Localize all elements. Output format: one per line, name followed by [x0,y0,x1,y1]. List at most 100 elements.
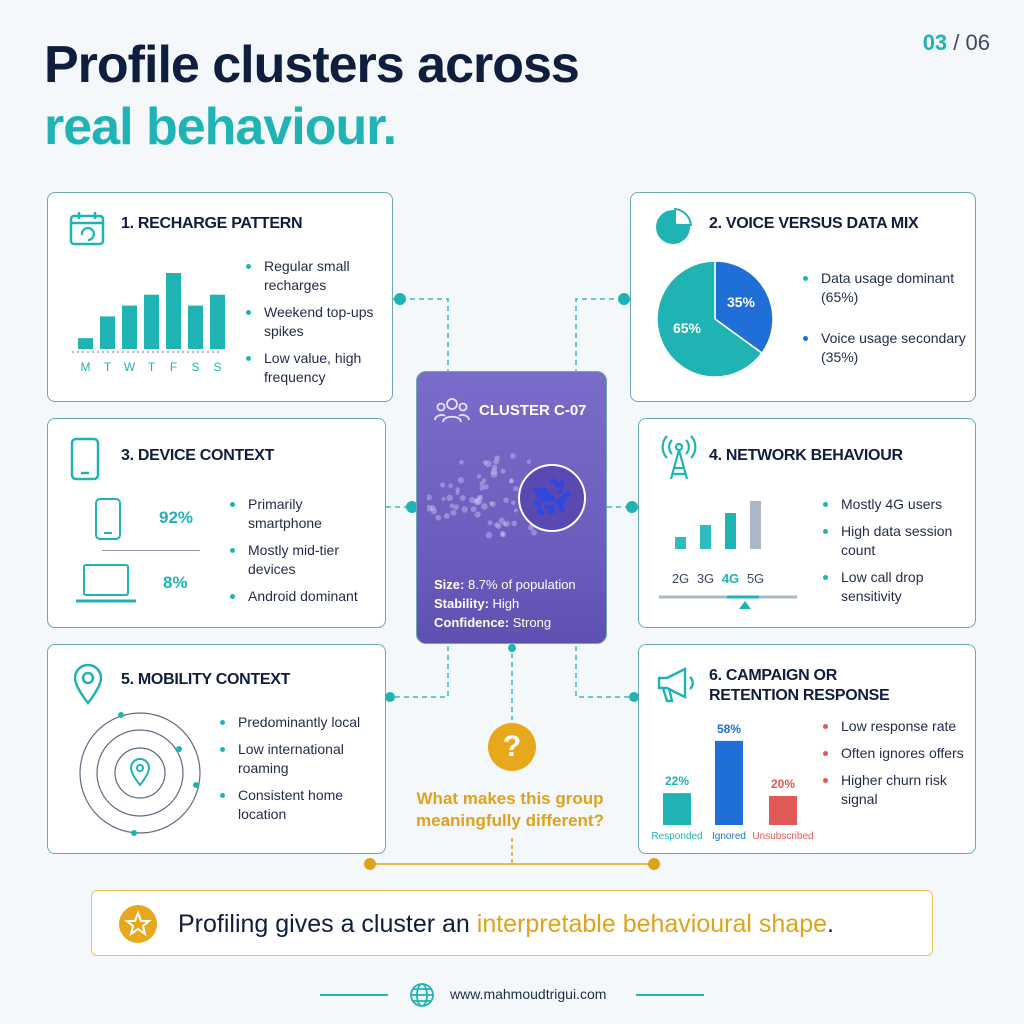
scatter-point [496,523,502,530]
scatter-point [509,478,515,484]
bar [210,294,225,349]
page-current: 03 [922,30,948,55]
scatter-point [474,511,481,518]
scatter-point [499,532,505,537]
scatter-point [511,520,518,527]
page-title: Profile clusters across real behaviour. [44,34,580,158]
cluster-point [558,482,564,488]
scatter-point [485,531,493,539]
pie-slice [656,260,763,378]
bar [78,338,93,349]
tick-label: F [170,360,177,374]
banner-text: Profiling gives a cluster an interpretab… [178,910,834,939]
tick-label: Ignored [712,831,746,842]
scatter-point [476,495,482,501]
scatter-point [498,517,505,524]
cluster-point [549,504,555,510]
bullet-item: Weekend top-ups spikes [246,303,386,341]
scatter-point [487,520,493,526]
scatter-point [489,501,494,506]
cluster-point [535,501,542,507]
cluster-point [557,500,564,506]
card-title: 5. MOBILITY CONTEXT [121,671,291,688]
card-title-line: RETENTION RESPONSE [709,687,890,704]
tick-label: Unsubscribed [752,831,813,842]
location-pin-icon [73,663,103,705]
tick-label: 4G [722,571,739,586]
cluster-point [549,478,556,484]
scatter-point [443,513,450,519]
question-badge: ? [488,723,536,771]
antenna-icon [661,435,697,480]
scatter-point [490,501,496,508]
stat-label: Confidence: [434,615,510,630]
scatter-point [461,506,468,513]
cluster-point [533,488,540,494]
question-mark: ? [502,730,522,763]
card-title: 1. RECHARGE PATTERN [121,215,303,232]
slice-label: 65% [673,320,702,336]
smartphone-icon [70,437,100,481]
tick-label: M [81,360,91,374]
bullet-item: Higher churn risk signal [823,771,973,809]
bullet-item: Low response rate [823,717,973,736]
question-text: What makes this group meaningfully diffe… [416,789,604,830]
bullet-item: Mostly mid-tier devices [230,541,380,579]
scatter-point [484,460,492,468]
cluster-scatter-visual [427,453,586,539]
tick-label: T [148,360,156,374]
campaign-bullets: Low response rate Often ignores offers H… [823,717,973,817]
users-group-icon [434,398,470,423]
card-device-context: 3. DEVICE CONTEXT 92% 8% Primarily smart… [47,418,386,628]
pie-slice [714,260,774,355]
scatter-point [500,530,505,536]
tick-label: T [104,360,112,374]
scatter-point [526,459,532,464]
scatter-point [509,479,514,484]
scatter-point [494,522,500,528]
scatter-point [500,468,506,474]
scatter-point [459,495,466,501]
legend-data: Data usage dominant (65%) [803,269,973,307]
scatter-point [474,498,479,504]
calendar-icon [69,212,105,246]
scatter-point [441,496,446,502]
star-badge-icon [119,905,157,943]
bar [769,796,797,825]
bar [122,305,137,349]
globe-icon [410,983,434,1007]
scatter-point [427,494,432,501]
cluster-point [544,504,550,510]
scatter-point [455,490,460,495]
scatter-point [449,503,455,509]
title-line-2: real behaviour. [44,98,397,156]
scatter-point [457,477,464,484]
scatter-point [470,506,477,513]
scatter-point [531,529,537,536]
bullet-item: Low call drop sensitivity [823,568,973,606]
stat-value: Strong [512,615,552,630]
data-label: 58% [717,722,741,736]
scatter-point [479,485,485,491]
summary-banner: Profiling gives a cluster an interpretab… [91,890,933,956]
scatter-point [446,494,453,502]
pie-chart-icon [656,207,693,244]
page-indicator: 03 / 06 [923,30,990,56]
scatter-point [483,484,489,490]
phone-share: 92% [159,508,194,527]
cluster-stats: Size: 8.7% of population Stability: High… [434,575,576,632]
page-total: / 06 [953,30,990,55]
bar [725,513,736,549]
scatter-point [453,504,460,510]
scatter-point [450,509,457,516]
tick-label: Responded [651,831,702,842]
voice-data-pie: 35%65% [656,260,774,378]
bullet-item: Often ignores offers [823,744,973,763]
scatter-point [482,460,488,465]
legend-voice: Voice usage secondary (35%) [803,329,973,367]
scatter-point [501,532,507,538]
